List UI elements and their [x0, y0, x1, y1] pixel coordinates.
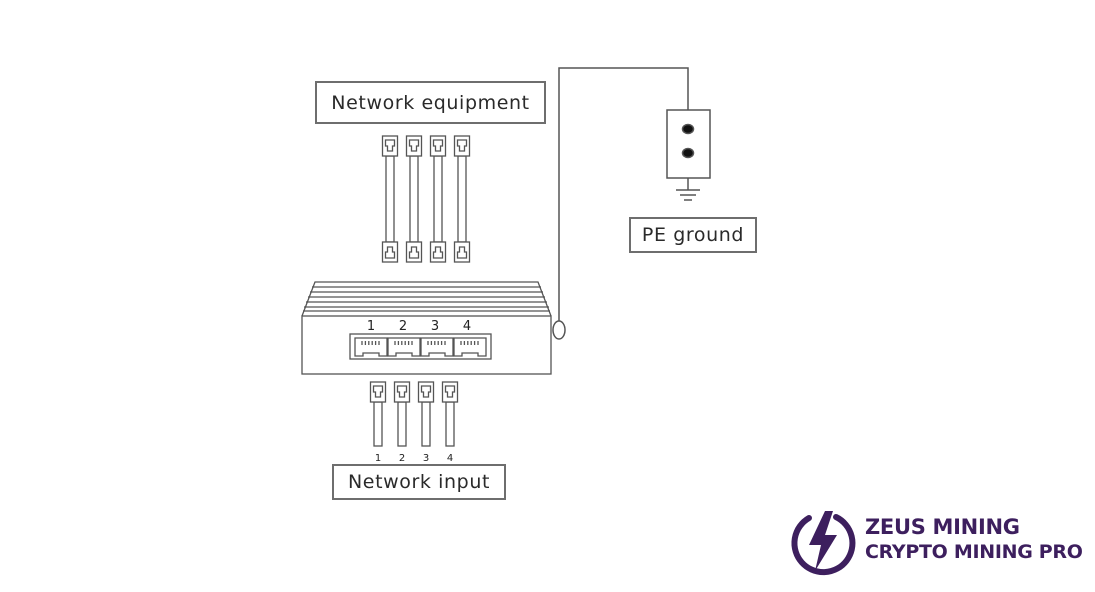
- rj45-plug: [417, 381, 435, 403]
- switch-port-number: 3: [431, 319, 439, 334]
- input-cable-number: 4: [447, 453, 453, 464]
- lightning-bolt-icon: [791, 511, 856, 576]
- rj45-port: [420, 337, 454, 357]
- rj45-port: [354, 337, 388, 357]
- rj45-plug: [369, 381, 387, 403]
- pe-ground-socket: [666, 109, 711, 201]
- logo-tagline: CRYPTO MINING PRO: [865, 541, 1083, 563]
- network-equipment-cables: [381, 135, 471, 263]
- input-cable: [417, 381, 435, 447]
- rj45-plug: [381, 135, 399, 157]
- rj45-plug: [429, 241, 447, 263]
- rj45-port: [453, 337, 487, 357]
- input-cable: [441, 381, 459, 447]
- zeus-mining-logo: ZEUS MINING CRYPTO MINING PRO: [785, 504, 1085, 579]
- input-cable: [393, 381, 411, 447]
- input-cable-labels: 1 2 3 4: [375, 453, 453, 464]
- network-input-label: Network input: [332, 464, 506, 500]
- switch-port-number: 4: [463, 319, 471, 334]
- network-switch: [301, 281, 552, 375]
- input-cable: [369, 381, 387, 447]
- input-cable-number: 3: [423, 453, 429, 464]
- patch-cable: [405, 135, 423, 263]
- input-cable-number: 2: [399, 453, 405, 464]
- switch-ports: [354, 337, 487, 357]
- switch-top-ridges: [301, 281, 552, 317]
- earth-ground-icon: [676, 178, 700, 201]
- pe-ground-label: PE ground: [629, 217, 757, 253]
- rj45-plug: [405, 135, 423, 157]
- patch-cable: [453, 135, 471, 263]
- rj45-plug: [429, 135, 447, 157]
- network-input-cables: [369, 381, 459, 447]
- ground-wire: [552, 67, 689, 340]
- logo-brand-name: ZEUS MINING: [865, 515, 1020, 539]
- ground-wire-connector: [552, 320, 566, 340]
- rj45-plug: [381, 241, 399, 263]
- switch-port-labels: 1 2 3 4: [367, 319, 471, 334]
- switch-port-number: 2: [399, 319, 407, 334]
- patch-cable: [381, 135, 399, 263]
- input-cable-number: 1: [375, 453, 381, 464]
- switch-port-number: 1: [367, 319, 375, 334]
- patch-cable: [429, 135, 447, 263]
- rj45-port: [387, 337, 421, 357]
- rj45-plug: [405, 241, 423, 263]
- rj45-plug: [453, 135, 471, 157]
- rj45-plug: [393, 381, 411, 403]
- network-equipment-label: Network equipment: [315, 81, 546, 124]
- rj45-plug: [441, 381, 459, 403]
- rj45-plug: [453, 241, 471, 263]
